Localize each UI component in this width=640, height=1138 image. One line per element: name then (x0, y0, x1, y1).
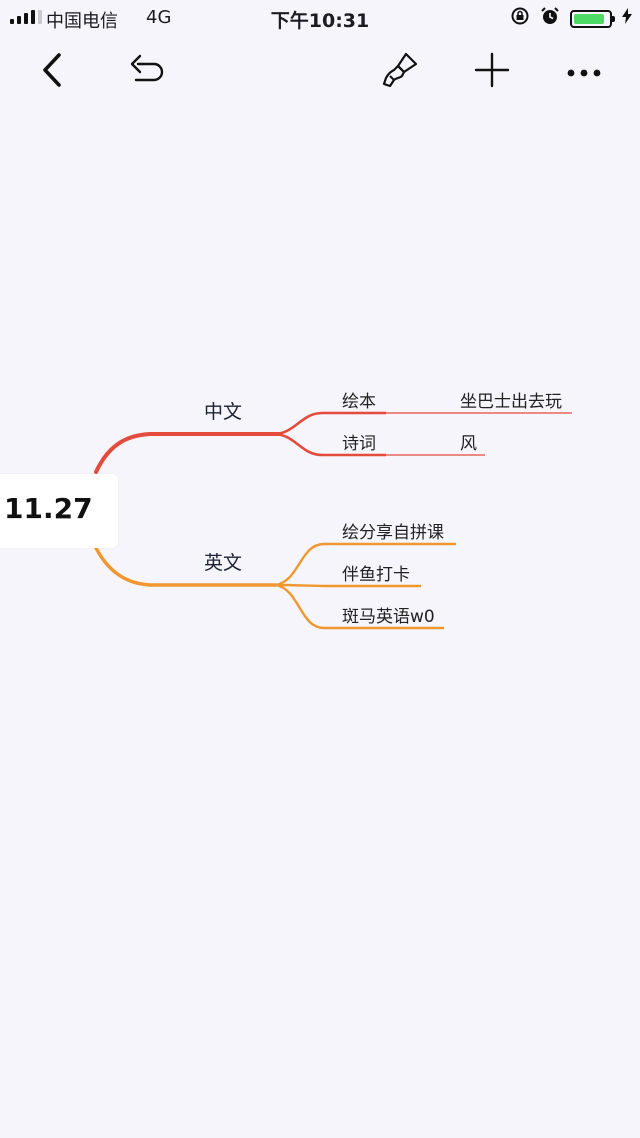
chevron-left-icon (40, 52, 64, 92)
subtopic-node-bus[interactable]: 坐巴士出去玩 (460, 392, 562, 412)
more-icon (566, 63, 602, 82)
connector-chinese-huiben (275, 411, 386, 436)
connector-root-english (94, 546, 278, 587)
connector-english-3 (275, 583, 444, 630)
carrier-name: 中国电信 (46, 11, 118, 32)
status-bar: 中国电信 4G 下午10:31 (0, 0, 640, 36)
rotation-lock-icon (510, 6, 530, 31)
root-node[interactable] (0, 474, 118, 548)
plus-icon (474, 52, 510, 92)
topic-node-zebra[interactable]: 斑马英语w0 (342, 607, 435, 627)
connector-english-2 (275, 583, 421, 588)
connector-chinese-shici (275, 432, 386, 457)
network-type: 4G (146, 7, 172, 28)
toolbar (0, 44, 640, 100)
alarm-icon (540, 6, 560, 31)
paint-brush-icon (380, 50, 420, 94)
branch-node-english[interactable]: 英文 (204, 552, 243, 574)
topic-node-phonics[interactable]: 绘分享自拼课 (342, 523, 444, 543)
back-button[interactable] (30, 50, 74, 94)
root-node-label: 11.27 (4, 492, 93, 525)
topic-node-shici[interactable]: 诗词 (342, 434, 376, 454)
subtopic-node-wind[interactable]: 风 (460, 434, 477, 454)
mindmap-connectors (94, 411, 572, 630)
battery-icon (570, 9, 615, 28)
style-button[interactable] (378, 50, 422, 94)
status-time: 下午10:31 (270, 10, 370, 32)
undo-button[interactable] (126, 50, 170, 94)
signal-strength-icon (10, 10, 42, 24)
undo-icon (128, 52, 168, 92)
charging-icon (622, 8, 632, 29)
add-button[interactable] (470, 50, 514, 94)
connector-english-1 (275, 542, 456, 587)
more-button[interactable] (562, 50, 606, 94)
mindmap-canvas[interactable]: 11.27 中文 英文 绘本 诗词 坐巴士出去玩 风 绘分享自拼课 伴鱼打卡 斑… (0, 100, 640, 1138)
topic-node-banyu[interactable]: 伴鱼打卡 (342, 565, 410, 585)
branch-node-chinese[interactable]: 中文 (204, 401, 243, 423)
topic-node-huiben[interactable]: 绘本 (342, 392, 376, 412)
connector-root-chinese (94, 432, 282, 474)
